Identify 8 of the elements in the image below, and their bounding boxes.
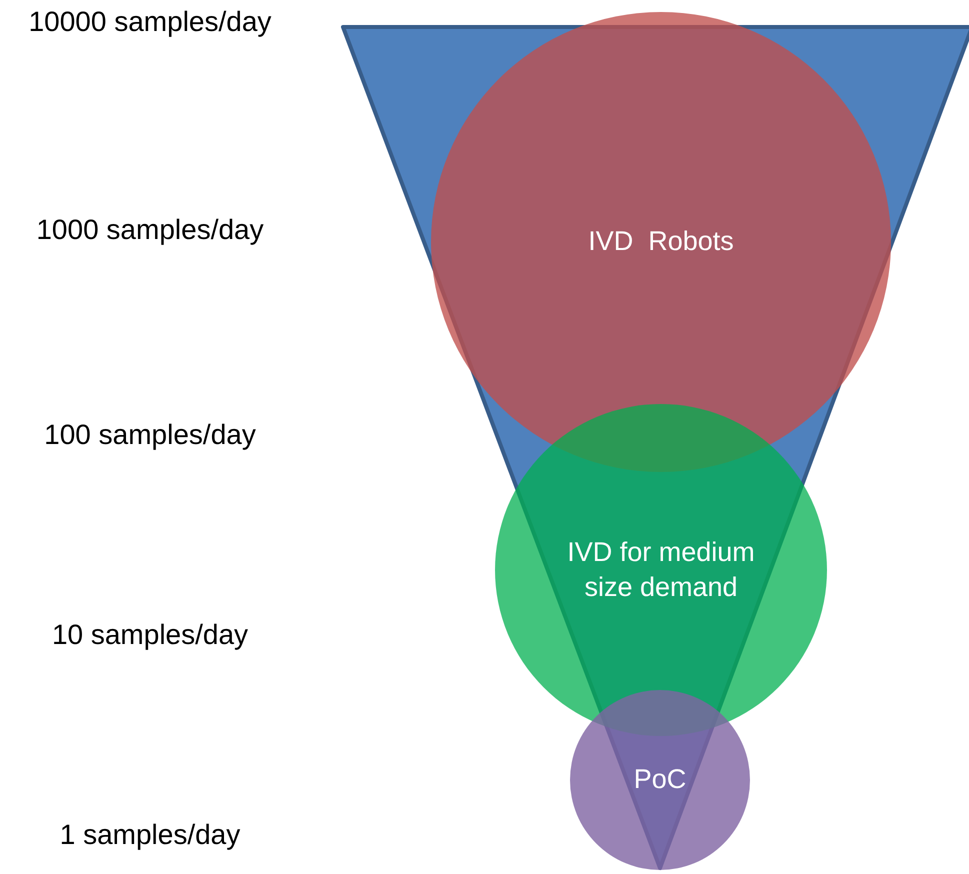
throughput-label: 1000 samples/day <box>35 216 265 244</box>
throughput-label: 10000 samples/day <box>28 8 272 36</box>
throughput-label: 1 samples/day <box>58 821 242 849</box>
throughput-label: 10 samples/day <box>50 621 250 649</box>
circle-label: PoC <box>634 763 686 796</box>
circle-label: IVD Robots <box>588 225 734 258</box>
circle-label: IVD for medium size demand <box>566 536 756 604</box>
throughput-label: 100 samples/day <box>43 421 257 449</box>
